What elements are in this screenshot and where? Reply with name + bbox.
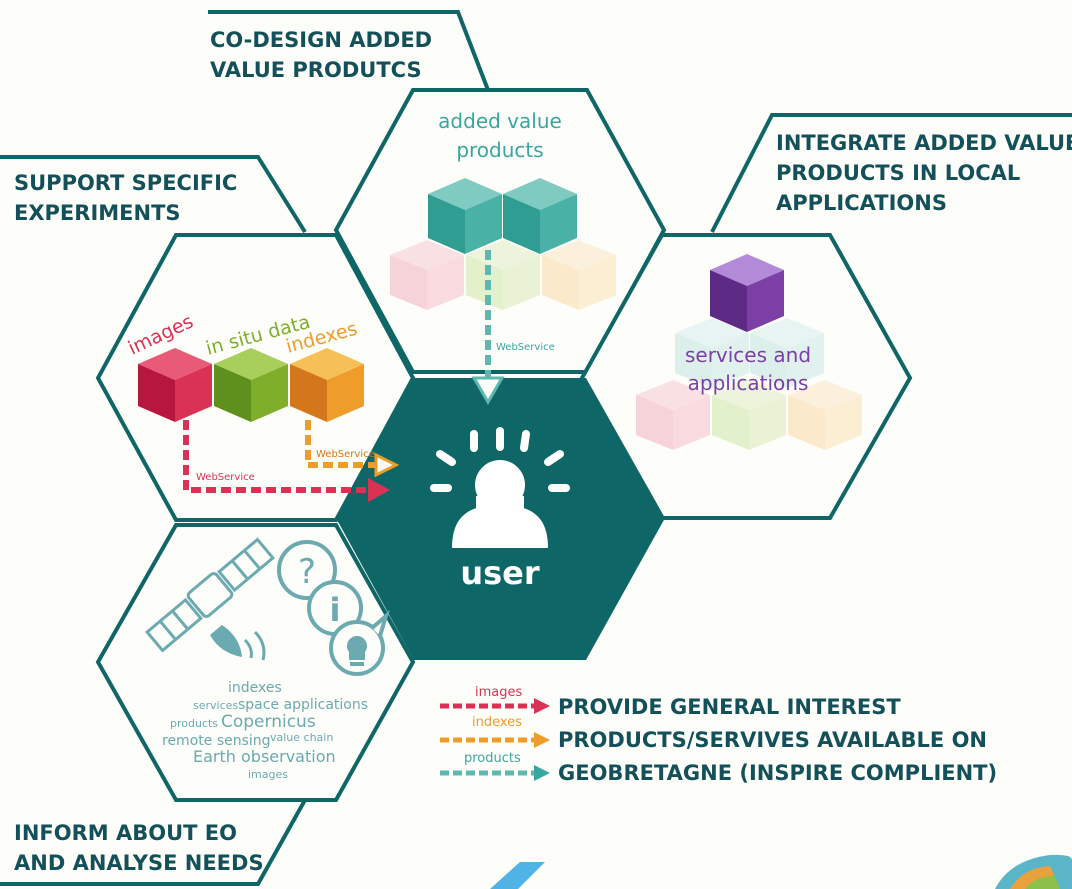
- legend-images-arrow: [534, 698, 550, 714]
- legend-products-arrow: [534, 765, 550, 781]
- added-value-cubes: [428, 178, 577, 254]
- user-label: user: [460, 554, 540, 592]
- svg-text:?: ?: [298, 552, 316, 592]
- svg-text:i: i: [330, 591, 341, 629]
- legend-text-line1: PROVIDE GENERAL INTEREST: [558, 695, 901, 719]
- legend: images indexes products PROVIDE GENERAL …: [440, 685, 997, 785]
- word-remote-sensing: remote sensing: [162, 733, 271, 749]
- integrate-connector: [710, 113, 1072, 233]
- codesign-heading-line2: VALUE PRODUTCS: [210, 58, 422, 82]
- added-value-label-line1: added value: [438, 109, 562, 133]
- word-earth-observation: Earth observation: [193, 747, 336, 766]
- red-webservice-arrow: [183, 420, 372, 493]
- inform-heading-line1: INFORM ABOUT EO: [14, 821, 237, 845]
- codesign-connector: [208, 10, 490, 91]
- images-cube: [138, 348, 212, 422]
- legend-text-line2: PRODUCTS/SERVIVES AVAILABLE ON: [558, 728, 987, 752]
- word-services: services: [193, 699, 238, 712]
- legend-indexes-label: indexes: [472, 715, 522, 730]
- indexes-cube: [290, 348, 364, 422]
- codesign-heading-line1: CO-DESIGN ADDED: [210, 28, 432, 52]
- decorative-swoosh: [490, 862, 545, 889]
- word-value-chain: value chain: [270, 731, 333, 744]
- inform-connector: [0, 799, 307, 886]
- faded-cubes-top: [390, 240, 616, 310]
- lightbulb-bubble-icon: [329, 610, 390, 676]
- inform-heading-line2: AND ANALYSE NEEDS: [14, 851, 264, 875]
- legend-indexes-arrow: [534, 732, 550, 748]
- legend-images-label: images: [475, 685, 522, 700]
- support-connector: [0, 155, 307, 234]
- integrate-heading-line2: PRODUCTS IN LOCAL: [776, 161, 1020, 185]
- faded-cubes-right: [636, 318, 862, 450]
- partial-logo: [995, 854, 1072, 889]
- legend-products-label: products: [464, 751, 521, 766]
- orange-arrow-head: [374, 452, 400, 478]
- heading-connectors: [0, 10, 1072, 886]
- user-idea-icon: [430, 427, 570, 548]
- word-copernicus: Copernicus: [221, 712, 316, 732]
- in-situ-cube: [214, 348, 288, 422]
- support-heading-line2: EXPERIMENTS: [14, 201, 181, 225]
- services-label-line1: services and: [685, 343, 811, 367]
- orange-webservice-label: WebService: [316, 449, 375, 460]
- word-images: images: [248, 768, 288, 781]
- word-indexes: indexes: [228, 680, 282, 696]
- top-webservice-label: WebService: [496, 342, 555, 353]
- legend-text-line3: GEOBRETAGNE (INSPIRE COMPLIENT): [558, 761, 997, 785]
- satellite-icon: [145, 537, 275, 661]
- integrate-heading-line1: INTEGRATE ADDED VALUE: [776, 131, 1072, 155]
- services-label-line2: applications: [688, 371, 809, 395]
- word-products: products: [170, 717, 218, 730]
- integrate-heading-line3: APPLICATIONS: [776, 191, 947, 215]
- top-arrow-head: [471, 376, 505, 405]
- word-space-applications: space applications: [238, 697, 368, 713]
- red-arrow-head: [368, 478, 390, 502]
- orange-webservice-arrow: [305, 420, 380, 468]
- services-cube: [710, 254, 784, 332]
- red-webservice-label: WebService: [196, 472, 255, 483]
- word-cloud: indexes services space applications prod…: [162, 680, 368, 781]
- data-cubes: [138, 348, 364, 422]
- support-heading-line1: SUPPORT SPECIFIC: [14, 171, 237, 195]
- added-value-label-line2: products: [456, 138, 543, 162]
